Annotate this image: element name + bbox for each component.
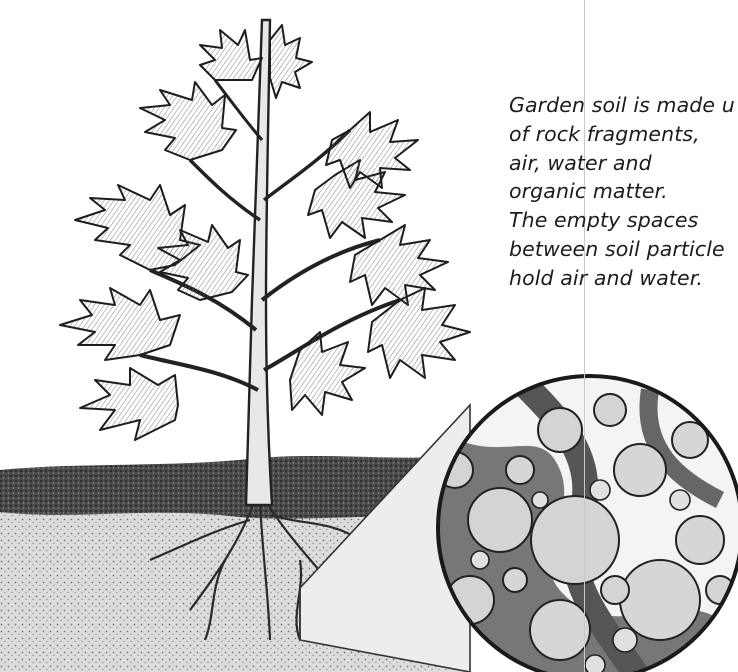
- caption-line: hold air and water.: [509, 264, 738, 293]
- caption-line: of rock fragments,: [509, 120, 738, 149]
- caption-line: between soil particle: [509, 235, 738, 264]
- soil-caption: Garden soil is made u of rock fragments,…: [509, 91, 738, 293]
- caption-line: The empty spaces: [509, 206, 738, 235]
- caption-line: organic matter.: [509, 177, 738, 206]
- soil-magnification-circle: [437, 376, 738, 672]
- caption-line: Garden soil is made u: [509, 91, 738, 120]
- caption-line: air, water and: [509, 149, 738, 178]
